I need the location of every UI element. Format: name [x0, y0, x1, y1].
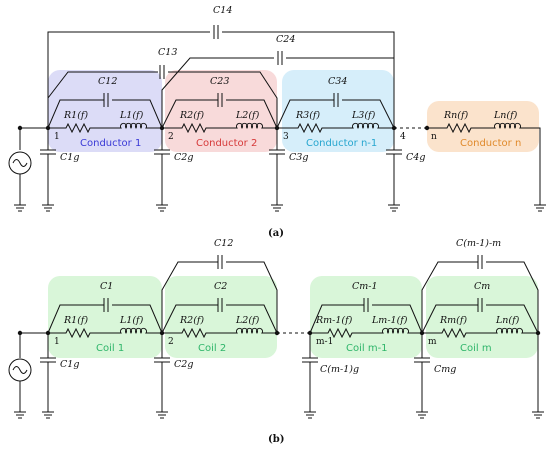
r2-label-a: R2(f) [179, 110, 204, 121]
c13-label: C13 [158, 47, 177, 58]
node-n-a: n [431, 132, 437, 142]
r1-label-b: R1(f) [63, 315, 88, 326]
c14-capacitor [213, 24, 219, 40]
caption-b: (b) [268, 434, 284, 445]
node-m-1-b: m-1 [316, 337, 333, 347]
coil-m-block [426, 276, 538, 358]
c14-label: C14 [213, 5, 232, 16]
c24-capacitor [277, 50, 283, 66]
c2-label: C2 [214, 281, 227, 292]
rm-1-label: Rm-1(f) [315, 315, 353, 326]
coil-1-label: Coil 1 [96, 343, 124, 354]
coil-m-1-block [310, 276, 422, 358]
c12-label-a: C12 [98, 76, 117, 87]
c12-capacitor-b [217, 254, 223, 270]
lm-1-label: Lm-1(f) [371, 315, 408, 326]
l3-label: L3(f) [351, 110, 376, 121]
conductor-1-block [48, 70, 162, 152]
l1-label-a: L1(f) [119, 110, 144, 121]
c34-label: C34 [328, 76, 347, 87]
node-4-a: 4 [400, 132, 406, 142]
c1g-label-b: C1g [60, 359, 79, 370]
c23-label: C23 [210, 76, 229, 87]
node-1-b: 1 [54, 337, 60, 347]
cmg-label: Cmg [434, 364, 456, 375]
coil-m-1-label: Coil m-1 [346, 343, 388, 354]
c12-label-b: C12 [214, 238, 233, 249]
ln-label-b: Ln(f) [495, 315, 520, 326]
node-m-b: m [428, 337, 437, 347]
c24-label: C24 [276, 34, 295, 45]
coil-1-block [48, 276, 162, 358]
caption-a: (a) [268, 228, 284, 239]
l1-label-b: L1(f) [119, 315, 144, 326]
conductor-2-label: Conductor 2 [196, 138, 257, 149]
node-2-a: 2 [168, 132, 174, 142]
c2g-label-b: C2g [174, 359, 193, 370]
c4g-label: C4g [406, 152, 425, 163]
cm1m-capacitor [477, 254, 483, 270]
coil-2-label: Coil 2 [198, 343, 226, 354]
conductor-n-1-block [282, 70, 394, 152]
r2-label-b: R2(f) [179, 315, 204, 326]
conductor-n-1-label: Conductor n-1 [306, 138, 377, 149]
c2g-label-a: C2g [174, 152, 193, 163]
conductor-2-block [165, 70, 277, 152]
conductor-1-label: Conductor 1 [80, 138, 141, 149]
conductor-n-block [427, 101, 539, 152]
cm1m-label: C(m-1)-m [456, 238, 501, 249]
panel-a: C14 C24 C13 [8, 5, 547, 239]
node-2-b: 2 [168, 337, 174, 347]
rm-label: Rm(f) [439, 315, 467, 326]
node-1-a: 1 [54, 132, 60, 142]
l2-label-b: L2(f) [235, 315, 260, 326]
c1-label: C1 [100, 281, 113, 292]
conductor-n-label: Conductor n [460, 138, 521, 149]
cm-1g-label: C(m-1)g [320, 364, 359, 375]
coil-m-label: Coil m [460, 343, 492, 354]
cm-label: Cm [474, 281, 490, 292]
cm-1-label: Cm-1 [352, 281, 378, 292]
l2-label-a: L2(f) [235, 110, 260, 121]
coil-2-block [165, 276, 277, 358]
r3-label: R3(f) [295, 110, 320, 121]
node-3-a: 3 [283, 132, 289, 142]
rn-label: Rn(f) [443, 110, 468, 121]
r1-label-a: R1(f) [63, 110, 88, 121]
c3g-label: C3g [289, 152, 308, 163]
c1g-label-a: C1g [60, 152, 79, 163]
panel-b: C12 C(m-1)-m [8, 238, 545, 445]
ln-label-a: Ln(f) [493, 110, 518, 121]
